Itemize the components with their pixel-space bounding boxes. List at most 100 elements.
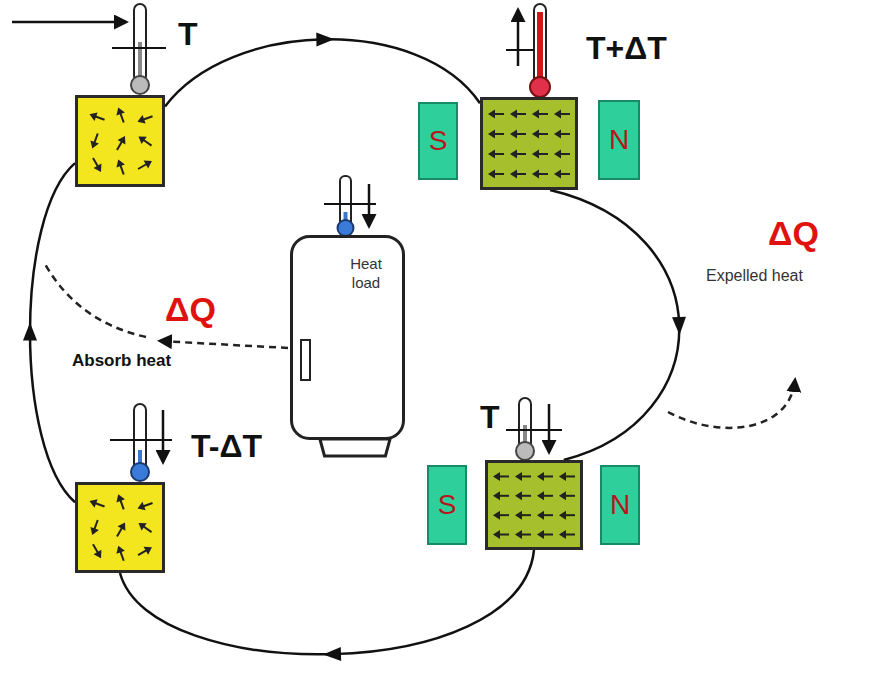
spin-head	[488, 110, 495, 119]
cycle-connector	[120, 550, 534, 661]
magnet-text: N	[610, 491, 630, 519]
pole-letter: S	[438, 491, 457, 519]
tick-line	[110, 439, 172, 441]
label-holder: Absorb heat	[72, 352, 171, 369]
spin-head	[493, 472, 500, 481]
spin-head	[515, 511, 522, 520]
spin-head	[114, 544, 125, 554]
spin-head	[510, 170, 517, 179]
spin-pattern	[485, 460, 583, 550]
spin-arrow	[532, 150, 548, 159]
spin-head	[559, 511, 566, 520]
spin-arrow	[136, 519, 154, 536]
spin-head	[510, 130, 517, 139]
spin-head	[488, 150, 495, 159]
flow-note: Expelled heat	[706, 268, 803, 284]
heat-load-fridge: Heat load	[290, 235, 405, 440]
thermometer	[324, 176, 376, 236]
spin-arrow	[537, 491, 553, 500]
spin-head	[554, 170, 561, 179]
spin-arrow	[114, 544, 128, 562]
connector-line	[120, 550, 534, 654]
arrowhead	[23, 323, 37, 341]
spin-head	[118, 134, 129, 145]
spin-arrow	[113, 134, 129, 152]
spin-pattern	[75, 482, 165, 573]
thermometer	[12, 4, 166, 94]
spin-arrow	[510, 170, 526, 179]
spin-arrow	[493, 530, 509, 539]
spin-head	[488, 130, 495, 139]
heat-flow-arrow	[668, 380, 795, 428]
spin-head	[532, 130, 539, 139]
thermometer-stem	[134, 404, 146, 470]
spin-arrow	[488, 110, 504, 119]
spin-head	[559, 491, 566, 500]
spin-head	[136, 115, 146, 126]
fridge-text: Heat load	[334, 255, 398, 293]
spin-head	[136, 133, 147, 144]
spin-arrow	[554, 150, 570, 159]
indicator-arrow	[12, 21, 126, 24]
thermometer-bulb	[131, 463, 149, 481]
temperature-label: T	[178, 18, 198, 50]
magnetocaloric-material: T+ΔT	[480, 97, 578, 190]
spin-arrow	[559, 472, 575, 481]
spin-head	[510, 110, 517, 119]
spin-arrow	[532, 110, 548, 119]
heat-symbol: ΔQ	[165, 292, 216, 326]
spin-arrow	[114, 106, 128, 124]
spin-pattern	[75, 95, 165, 187]
thermometer-bulb	[516, 442, 534, 460]
spin-arrow	[510, 150, 526, 159]
spin-arrow	[88, 110, 106, 124]
cycle-connector	[550, 190, 686, 460]
spin-arrow	[554, 130, 570, 139]
spin-arrow	[89, 156, 105, 174]
tick-line	[112, 47, 166, 49]
label-holder: Expelled heat	[706, 268, 803, 284]
pole-letter: N	[610, 491, 630, 519]
spin-head	[559, 530, 566, 539]
spin-head	[515, 491, 522, 500]
thermometer-bulb	[131, 76, 149, 94]
spin-arrow	[136, 499, 154, 513]
spin-arrow	[532, 170, 548, 179]
spin-head	[559, 472, 566, 481]
magnet-pole: S	[427, 465, 467, 545]
spin-arrow	[493, 511, 509, 520]
spin-head	[532, 170, 539, 179]
spin-arrow	[114, 493, 128, 511]
indicator-arrow	[517, 10, 520, 66]
spin-arrow	[136, 112, 154, 126]
fridge-outline	[290, 235, 405, 460]
fridge-handle	[301, 340, 310, 380]
spin-head	[493, 530, 500, 539]
temperature-label: T-ΔT	[191, 430, 262, 462]
spin-head	[493, 491, 500, 500]
spin-arrow	[114, 158, 128, 176]
thermometer	[110, 404, 172, 481]
thermometer-column	[537, 12, 543, 82]
spin-pattern	[480, 97, 578, 190]
spin-arrow	[559, 530, 575, 539]
spin-head	[537, 472, 544, 481]
spin-arrow	[136, 543, 154, 559]
spin-head	[136, 502, 146, 513]
spin-head	[488, 170, 495, 179]
magnet-text: S	[429, 127, 448, 155]
spin-arrow	[532, 130, 548, 139]
temperature-label: T	[480, 401, 500, 433]
connector-line	[550, 190, 679, 460]
spin-arrow	[515, 472, 531, 481]
spin-arrow	[510, 110, 526, 119]
spin-head	[554, 110, 561, 119]
spin-arrow	[559, 491, 575, 500]
spin-arrow	[559, 511, 575, 520]
spin-arrow	[515, 511, 531, 520]
magnet-pole: N	[600, 465, 640, 545]
spin-arrow	[488, 150, 504, 159]
spin-head	[136, 519, 147, 530]
spin-head	[94, 550, 105, 561]
thermometer-bulb	[338, 220, 354, 236]
